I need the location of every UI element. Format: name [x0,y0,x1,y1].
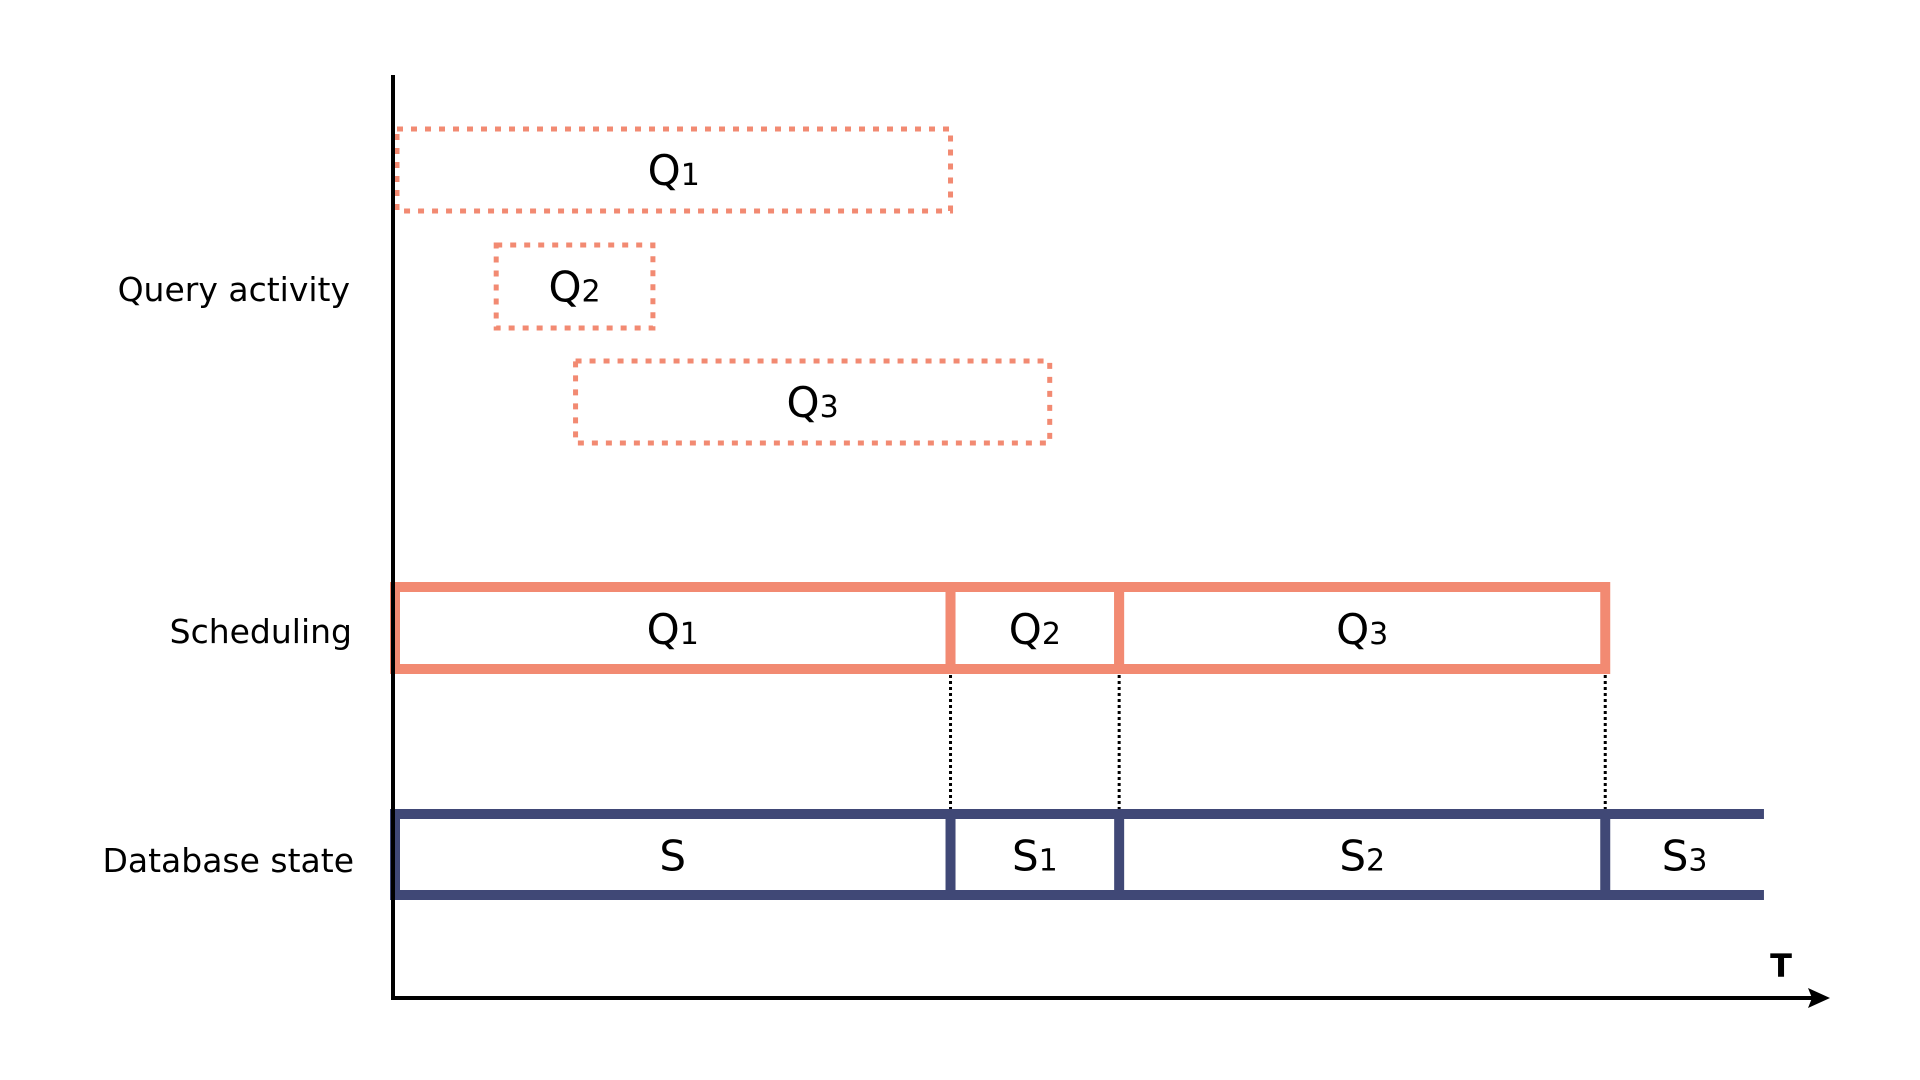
transition-lines [949,675,1607,810]
x-axis-arrow-icon [1808,988,1830,1008]
query-activity-label-2: Q2 [548,263,600,312]
query-activity-label-1: Q1 [648,146,700,195]
database-state-lane: S S1 S2 S3 [390,809,1764,900]
lane-label-scheduling: Scheduling [170,612,352,651]
state-label-2: S1 [1012,832,1058,881]
scheduling-lane: Q1 Q2 Q3 [390,582,1611,674]
time-axis-label: T [1770,947,1792,985]
schedule-segment-3 [1114,582,1611,674]
state-label-1: S [659,832,686,881]
state-label-4: S3 [1662,832,1708,881]
schedule-label-3: Q3 [1336,605,1388,654]
schedule-label-1: Q1 [647,605,699,654]
query-activity-box-2 [493,242,656,331]
state-label-3: S2 [1339,832,1385,881]
query-activity-label-3: Q3 [787,378,839,427]
schedule-label-2: Q2 [1009,605,1061,654]
query-activity-box-1 [394,126,954,214]
lane-label-database-state: Database state [102,841,354,880]
lane-label-query-activity: Query activity [118,270,350,309]
